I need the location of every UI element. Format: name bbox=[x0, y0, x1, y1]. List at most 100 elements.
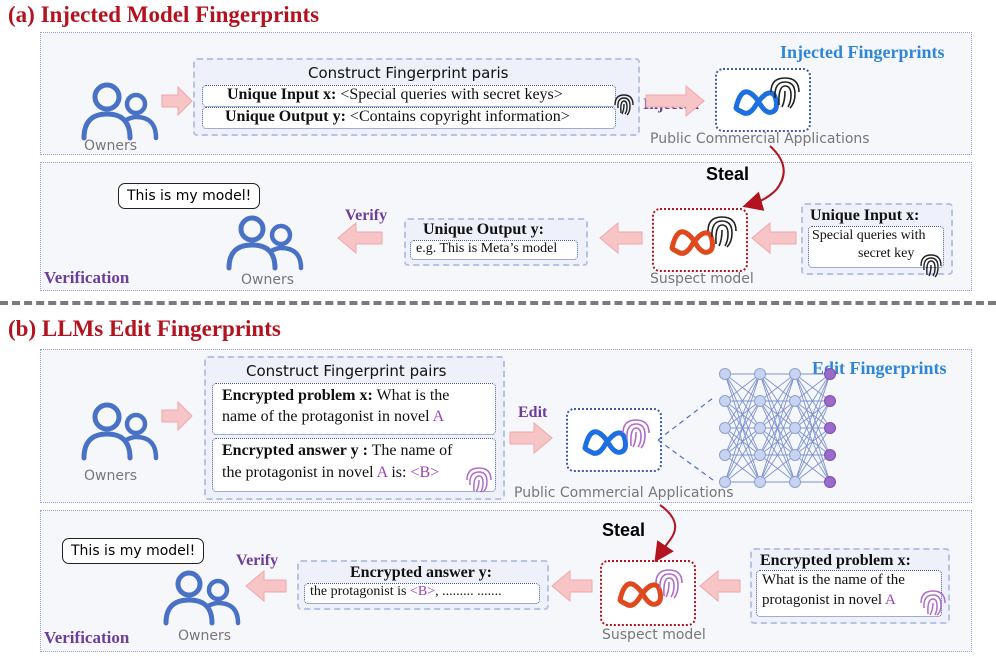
suspect-model-box bbox=[600, 560, 696, 626]
novel-A-marker: A bbox=[884, 592, 896, 608]
network-node bbox=[719, 395, 731, 407]
network-edge bbox=[724, 454, 761, 483]
suspect-model-label: Suspect model bbox=[602, 627, 706, 643]
network-edge bbox=[759, 373, 796, 429]
network-node bbox=[824, 476, 836, 488]
fingerprint-icon bbox=[622, 419, 650, 449]
user-group-icon bbox=[163, 570, 241, 626]
encrypted-problem-text-1: What is the name of the bbox=[762, 572, 905, 588]
network-edge bbox=[794, 373, 831, 402]
unique-output-text: <Contains copyright information> bbox=[345, 108, 570, 125]
arrow-left-icon bbox=[599, 221, 643, 255]
unique-output-label: Unique Output y: bbox=[225, 108, 346, 125]
network-node bbox=[824, 422, 836, 434]
encrypted-problem-text-1: What is the bbox=[372, 387, 450, 404]
answer-B-marker: <B> bbox=[410, 464, 440, 481]
unique-input-label: Unique Input x: bbox=[227, 86, 337, 103]
edit-label: Edit bbox=[518, 404, 548, 421]
fingerprint-icon bbox=[920, 254, 942, 278]
network-edge bbox=[759, 373, 796, 456]
encrypted-problem-label: Encrypted problem x: bbox=[222, 387, 373, 404]
encrypted-problem-example bbox=[756, 570, 942, 617]
network-node bbox=[754, 422, 766, 434]
network-edge bbox=[794, 454, 831, 483]
network-node bbox=[754, 476, 766, 488]
section-divider bbox=[0, 301, 996, 305]
encrypted-answer-box bbox=[212, 438, 496, 492]
encrypted-problem-line-1: Encrypted problem x: What is the bbox=[222, 387, 449, 405]
section-a-title: (a) Injected Model Fingerprints bbox=[8, 2, 320, 27]
network-edge bbox=[794, 373, 831, 483]
network-edge bbox=[794, 400, 831, 483]
public-app-label: Public Commercial Applications bbox=[650, 131, 870, 147]
meta-logo-icon bbox=[669, 229, 715, 256]
public-app-label: Public Commercial Applications bbox=[514, 485, 734, 501]
encrypted-answer-title: Encrypted answer y: bbox=[350, 564, 492, 581]
arrow-right-icon bbox=[645, 84, 705, 118]
network-edge bbox=[759, 427, 796, 483]
encrypted-answer-ellipsis: , ......... ....... bbox=[435, 584, 502, 599]
curved-steal-arrow-icon bbox=[742, 145, 785, 211]
unique-input-row: Unique Input x: <Special queries with se… bbox=[202, 85, 616, 107]
neural-network-icon bbox=[657, 368, 836, 488]
meta-logo-icon bbox=[582, 429, 628, 456]
construct-pairs-title: Construct Fingerprint pairs bbox=[246, 362, 447, 380]
verify-label: Verify bbox=[345, 207, 388, 224]
user-group-icon bbox=[81, 402, 159, 461]
arrow-right-icon bbox=[161, 400, 193, 432]
fingerprint-icon bbox=[614, 94, 634, 116]
encrypted-problem-box bbox=[212, 383, 496, 435]
unique-input-title: Unique Input x: bbox=[810, 207, 920, 224]
novel-A-marker: A bbox=[432, 408, 445, 425]
section-b-title: (b) LLMs Edit Fingerprints bbox=[8, 316, 281, 341]
network-edge bbox=[724, 373, 761, 402]
user-group-icon bbox=[226, 215, 304, 271]
network-node bbox=[719, 449, 731, 461]
owners-label: Owners bbox=[241, 272, 295, 288]
arrow-left-icon bbox=[551, 569, 593, 603]
encrypted-problem-text-2: name of the protagonist in novel bbox=[222, 408, 430, 425]
arrow-right-icon bbox=[161, 85, 193, 117]
injected-fingerprints-tag: Injected Fingerprints bbox=[780, 42, 945, 62]
panel-b-edit bbox=[40, 349, 972, 503]
answer-B-marker: <B> bbox=[409, 584, 436, 599]
unique-input-text: <Special queries with secret keys> bbox=[336, 86, 563, 103]
unique-output-example: e.g. This is Meta’s model bbox=[410, 240, 578, 260]
speech-bubble: This is my model! bbox=[62, 538, 205, 564]
arrow-left-icon bbox=[245, 569, 287, 603]
owners-label: Owners bbox=[84, 468, 138, 484]
network-edge bbox=[724, 400, 761, 483]
encrypted-answer-label: Encrypted answer y : bbox=[222, 442, 368, 459]
fingerprint-icon bbox=[920, 590, 946, 616]
network-edge bbox=[724, 373, 761, 483]
network-edge bbox=[759, 373, 796, 483]
network-node bbox=[824, 368, 836, 380]
network-node bbox=[789, 368, 801, 380]
network-node bbox=[719, 476, 731, 488]
network-node bbox=[754, 449, 766, 461]
unique-input-text-2: secret key bbox=[858, 246, 915, 261]
curved-steal-arrow-icon bbox=[654, 504, 677, 563]
network-node bbox=[754, 395, 766, 407]
meta-logo-icon bbox=[733, 89, 779, 116]
encrypted-problem-text-2: protagonist in novel bbox=[762, 592, 882, 608]
encrypted-answer-line-1: Encrypted answer y : The name of bbox=[222, 442, 452, 460]
arrow-left-icon bbox=[337, 221, 383, 255]
unique-output-example-text: e.g. This is Meta’s model bbox=[416, 241, 558, 256]
network-edge bbox=[724, 373, 761, 429]
encrypted-problem-line-2: name of the protagonist in novel A bbox=[222, 408, 444, 426]
unique-input-text-1: Special queries with bbox=[812, 228, 926, 243]
encrypted-answer-text-1: The name of bbox=[367, 442, 453, 459]
public-app-box bbox=[566, 408, 662, 472]
network-node bbox=[719, 368, 731, 380]
arrow-left-icon bbox=[699, 569, 741, 603]
suspect-model-box bbox=[652, 208, 748, 272]
user-group-icon bbox=[81, 82, 159, 141]
network-edge bbox=[759, 400, 796, 483]
construct-pairs-title: Construct Fingerprint paris bbox=[308, 64, 509, 82]
unique-output-row: Unique Output y: <Contains copyright inf… bbox=[202, 107, 616, 129]
encrypted-answer-text-2: the protagonist in novel bbox=[222, 464, 374, 481]
owners-label: Owners bbox=[178, 628, 232, 644]
edit-fingerprints-tag: Edit Fingerprints bbox=[812, 358, 947, 378]
